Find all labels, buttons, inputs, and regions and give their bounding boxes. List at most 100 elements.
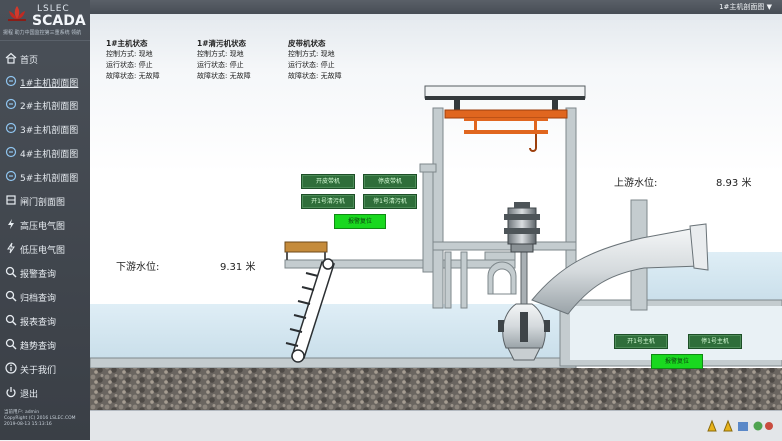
sidebar: LSLEC SCADA 揚程 助力中国监控第三重系统 领航 首页 1#主机剖面图…	[0, 0, 90, 440]
panel-title: 1#主机状态	[106, 39, 148, 48]
overhead-crane	[444, 109, 568, 152]
status-panel-pump1: 1#主机状态 控制方式: 现地 运行状态: 停止 故障状态: 无故障	[106, 38, 160, 82]
brand-small: LSLEC	[37, 4, 70, 14]
nav-label: 高压电气图	[20, 222, 66, 232]
tray-icons	[707, 419, 773, 432]
pump-icon	[5, 146, 17, 158]
nav-label: 3#主机剖面图	[20, 126, 79, 136]
pump-icon	[5, 122, 17, 134]
downstream-water	[90, 304, 560, 364]
pump-stop-button[interactable]: 停1号主机	[688, 334, 742, 349]
panel-title: 1#清污机状态	[197, 39, 247, 48]
cleaner-stop-button[interactable]: 停1号清污机	[363, 194, 417, 209]
power-icon	[6, 387, 16, 398]
info-icon	[5, 362, 17, 374]
downstream-level-label: 下游水位:	[116, 262, 160, 273]
nav-item-trend-query[interactable]: 趋势查询	[0, 334, 90, 356]
search-icon	[5, 338, 17, 350]
nav-label: 首页	[20, 56, 39, 66]
nav-item-hv[interactable]: 高压电气图	[0, 214, 90, 236]
fault-state: 故障状态: 无故障	[288, 72, 342, 80]
nav-item-gate[interactable]: 闸门剖面图	[0, 190, 90, 212]
cleaner-start-button[interactable]: 开1号清污机	[301, 194, 355, 209]
current-user: 当前用户: admin	[4, 410, 40, 415]
brand-logo: LSLEC SCADA 揚程 助力中国监控第三重系统 领航	[0, 0, 90, 41]
nav-label: 关于我们	[20, 366, 57, 376]
nav-item-pump4[interactable]: 4#主机剖面图	[0, 142, 90, 164]
motor-floor	[432, 241, 577, 251]
upstream-level-value: 8.93 米	[716, 178, 752, 189]
warning-icon	[707, 419, 717, 432]
nav-item-alarm-query[interactable]: 报警查询	[0, 262, 90, 284]
fault-state: 故障状态: 无故障	[106, 72, 160, 80]
main-pump	[498, 251, 550, 361]
hv-icon	[8, 219, 14, 229]
nav-label: 报警查询	[20, 270, 57, 280]
belt-start-button[interactable]: 开皮带机	[301, 174, 355, 189]
deck	[284, 259, 426, 269]
nav-label: 趋势查询	[20, 342, 57, 352]
upstream-level-label: 上游水位:	[614, 178, 658, 189]
brand-large: SCADA	[32, 13, 86, 29]
pump-station-scene: 1#主机状态 控制方式: 现地 运行状态: 停止 故障状态: 无故障 1#清污机…	[90, 14, 782, 410]
copyright: CopyRight (C) 2016 LSLEC.COM	[4, 416, 76, 421]
warning-icon	[723, 419, 733, 432]
main-motor	[504, 202, 540, 253]
fault-state: 故障状态: 无故障	[197, 72, 251, 80]
nav-label: 5#主机剖面图	[20, 174, 79, 184]
search-icon	[5, 314, 17, 326]
nav-item-lv[interactable]: 低压电气图	[0, 238, 90, 260]
brand-slogan: 揚程 助力中国监控第三重系统 领航	[3, 30, 82, 36]
trash-cleaner	[285, 258, 335, 363]
nav-label: 4#主机剖面图	[20, 150, 79, 160]
view-selector[interactable]: 1#主机剖面图 ▼	[719, 3, 772, 11]
belt-stop-button[interactable]: 停皮带机	[363, 174, 417, 189]
bottom-status-bar	[90, 410, 782, 441]
nav-item-home[interactable]: 首页	[0, 48, 90, 70]
nav-item-archive-query[interactable]: 归档查询	[0, 286, 90, 308]
control-mode: 控制方式: 现地	[288, 50, 335, 58]
outlet-pipe	[531, 223, 709, 315]
panel-title: 皮带机状态	[288, 39, 326, 48]
nav-label: 闸门剖面图	[20, 198, 66, 208]
datetime: 2019-08-13 15:13:16	[4, 422, 52, 427]
gravel-bed	[90, 368, 782, 410]
gate-icon	[6, 195, 16, 205]
nav-label: 1#主机剖面图	[20, 79, 79, 89]
control-mode: 控制方式: 现地	[197, 50, 244, 58]
sidebar-footer: 当前用户: admin CopyRight (C) 2016 LSLEC.COM…	[4, 410, 76, 428]
nav-item-about[interactable]: 关于我们	[0, 358, 90, 380]
building-left-wall	[432, 107, 444, 309]
run-state: 运行状态: 停止	[197, 61, 244, 69]
pump-alarm-reset-button[interactable]: 报警复位	[651, 354, 703, 369]
nav-label: 低压电气图	[20, 246, 66, 256]
search-icon	[5, 266, 17, 278]
lotus-logo-icon	[8, 6, 26, 21]
downstream-level-value: 9.31 米	[220, 262, 256, 273]
nav-item-exit[interactable]: 退出	[0, 382, 90, 404]
cross-section-diagram	[90, 85, 782, 410]
run-state: 运行状态: 停止	[288, 61, 335, 69]
nav-label: 归档查询	[20, 294, 57, 304]
nav-item-report-query[interactable]: 报表查询	[0, 310, 90, 332]
control-mode: 控制方式: 现地	[106, 50, 153, 58]
pump-icon	[5, 170, 17, 182]
monitor-icon	[738, 422, 748, 431]
status-panel-cleaner1: 1#清污机状态 控制方式: 现地 运行状态: 停止 故障状态: 无故障	[197, 38, 251, 82]
lv-icon	[7, 242, 15, 254]
nav-item-pump2[interactable]: 2#主机剖面图	[0, 94, 90, 116]
home-icon	[5, 52, 17, 64]
pump-icon	[5, 98, 17, 110]
alarm-reset-button[interactable]: 报警复位	[334, 214, 386, 229]
search-icon	[5, 290, 17, 302]
status-panel-belt: 皮带机状态 控制方式: 现地 运行状态: 停止 故障状态: 无故障	[288, 38, 342, 82]
pump-icon	[5, 75, 17, 87]
nav-item-pump1[interactable]: 1#主机剖面图	[0, 71, 90, 93]
status-icon	[753, 421, 763, 431]
nav-item-pump5[interactable]: 5#主机剖面图	[0, 166, 90, 188]
trash-rack-gantry	[284, 241, 328, 253]
nav-item-pump3[interactable]: 3#主机剖面图	[0, 118, 90, 140]
nav-label: 退出	[20, 390, 39, 400]
status-icon	[765, 422, 773, 430]
pump-start-button[interactable]: 开1号主机	[614, 334, 668, 349]
